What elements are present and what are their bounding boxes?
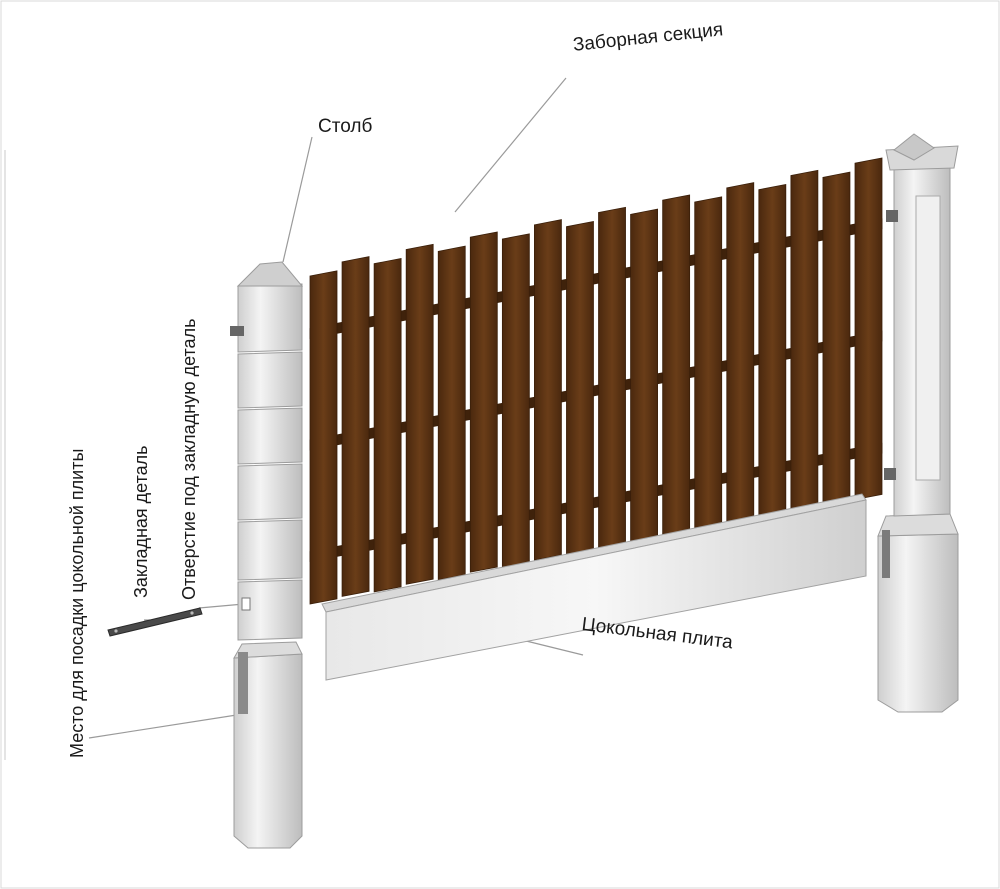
leader-plinth-seat — [88, 713, 244, 739]
fence-board — [630, 208, 658, 544]
left-post-block — [237, 463, 303, 521]
label-plinth-seat: Место для посадки цокольной плиты — [67, 448, 87, 758]
leader-lines — [88, 77, 584, 739]
left-post-block — [237, 351, 303, 409]
left-post-block — [237, 407, 303, 465]
left-post-block — [237, 519, 303, 581]
right-post-slot — [882, 530, 890, 578]
label-embedded-part-hole: Отверстие под закладную деталь — [179, 318, 199, 600]
fence-board — [694, 196, 723, 532]
fence-board — [854, 157, 883, 500]
fence-section — [309, 157, 883, 605]
fence-board — [373, 257, 402, 593]
fence-board — [309, 270, 338, 605]
leader-fence-section — [454, 77, 567, 213]
fence-board — [501, 233, 530, 569]
right-bracket-top — [886, 210, 898, 222]
embedded-part-hole — [241, 597, 251, 611]
fence-board — [566, 221, 594, 557]
left-post-blocks — [237, 283, 303, 641]
leader-post — [282, 136, 313, 263]
label-post: Столб — [318, 116, 373, 137]
right-post — [877, 133, 959, 713]
fence-board — [726, 182, 755, 525]
right-post-cap — [893, 133, 935, 161]
leader-hole — [198, 603, 245, 609]
fence-board — [534, 219, 562, 561]
fence-board — [341, 256, 370, 597]
left-post-block — [237, 579, 303, 641]
fence-board — [437, 245, 466, 581]
embedded-part — [107, 607, 203, 637]
left-post-block — [237, 283, 303, 353]
plinth-plate — [321, 493, 867, 681]
left-post — [230, 261, 304, 849]
fence-board — [790, 169, 819, 513]
left-post-cap — [236, 261, 304, 287]
fence-board — [405, 243, 434, 585]
plinth-seat-slot — [238, 652, 248, 714]
right-post-panel — [915, 195, 941, 481]
fence-board — [662, 194, 691, 537]
fence-board — [598, 206, 626, 549]
fence-board — [822, 171, 851, 508]
right-bracket-bottom — [884, 468, 896, 480]
left-bracket — [230, 326, 244, 336]
fence-board — [758, 184, 787, 520]
label-embedded-part: Закладная деталь — [131, 445, 151, 598]
fence-board — [469, 231, 498, 573]
